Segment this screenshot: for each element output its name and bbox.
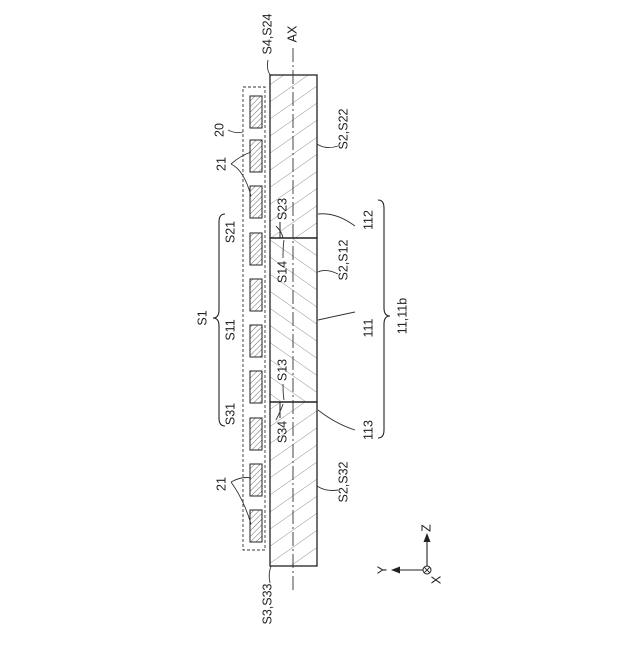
light-source (250, 371, 262, 403)
light-source (250, 418, 262, 450)
light-source (250, 233, 262, 265)
label-s1: S1 (195, 310, 209, 325)
label-s2-s12: S2,S12 (336, 239, 350, 280)
label-11-11b: 11,11b (395, 298, 409, 334)
label-ax: AX (285, 25, 299, 42)
light-source (250, 510, 262, 542)
light-source (250, 140, 262, 172)
label-21-top: 21 (214, 157, 228, 171)
label-s11: S11 (223, 319, 237, 340)
label-s13: S13 (275, 359, 289, 381)
light-source (250, 186, 262, 218)
coordinate-axes (391, 533, 431, 574)
brace-11-11b (378, 200, 390, 438)
optical-member-11 (270, 75, 317, 566)
label-111: 111 (361, 318, 375, 337)
light-sources-21 (250, 96, 262, 542)
axis-label-x: X (429, 575, 443, 584)
light-source (250, 279, 262, 311)
label-s4-s24: S4,S24 (260, 13, 274, 54)
label-20: 20 (212, 123, 226, 137)
label-s31: S31 (223, 403, 237, 425)
label-112: 112 (361, 210, 375, 230)
light-source (250, 325, 262, 357)
light-source (250, 464, 262, 496)
label-s23: S23 (275, 198, 289, 220)
label-s2-s22: S2,S22 (336, 108, 350, 149)
label-21-bottom: 21 (214, 477, 228, 491)
label-s21: S21 (223, 221, 237, 243)
light-source (250, 96, 262, 128)
label-113: 113 (361, 420, 375, 440)
axis-label-z: Z (419, 524, 433, 532)
label-s3-s33: S3,S33 (260, 583, 274, 624)
label-s34: S34 (275, 421, 289, 443)
label-s14: S14 (275, 261, 289, 283)
axis-label-y: Y (375, 565, 389, 574)
labels: S4,S24 AX 20 21 S2,S22 S23 S21 112 S14 S… (195, 13, 443, 624)
label-s2-s32: S2,S32 (336, 461, 350, 502)
